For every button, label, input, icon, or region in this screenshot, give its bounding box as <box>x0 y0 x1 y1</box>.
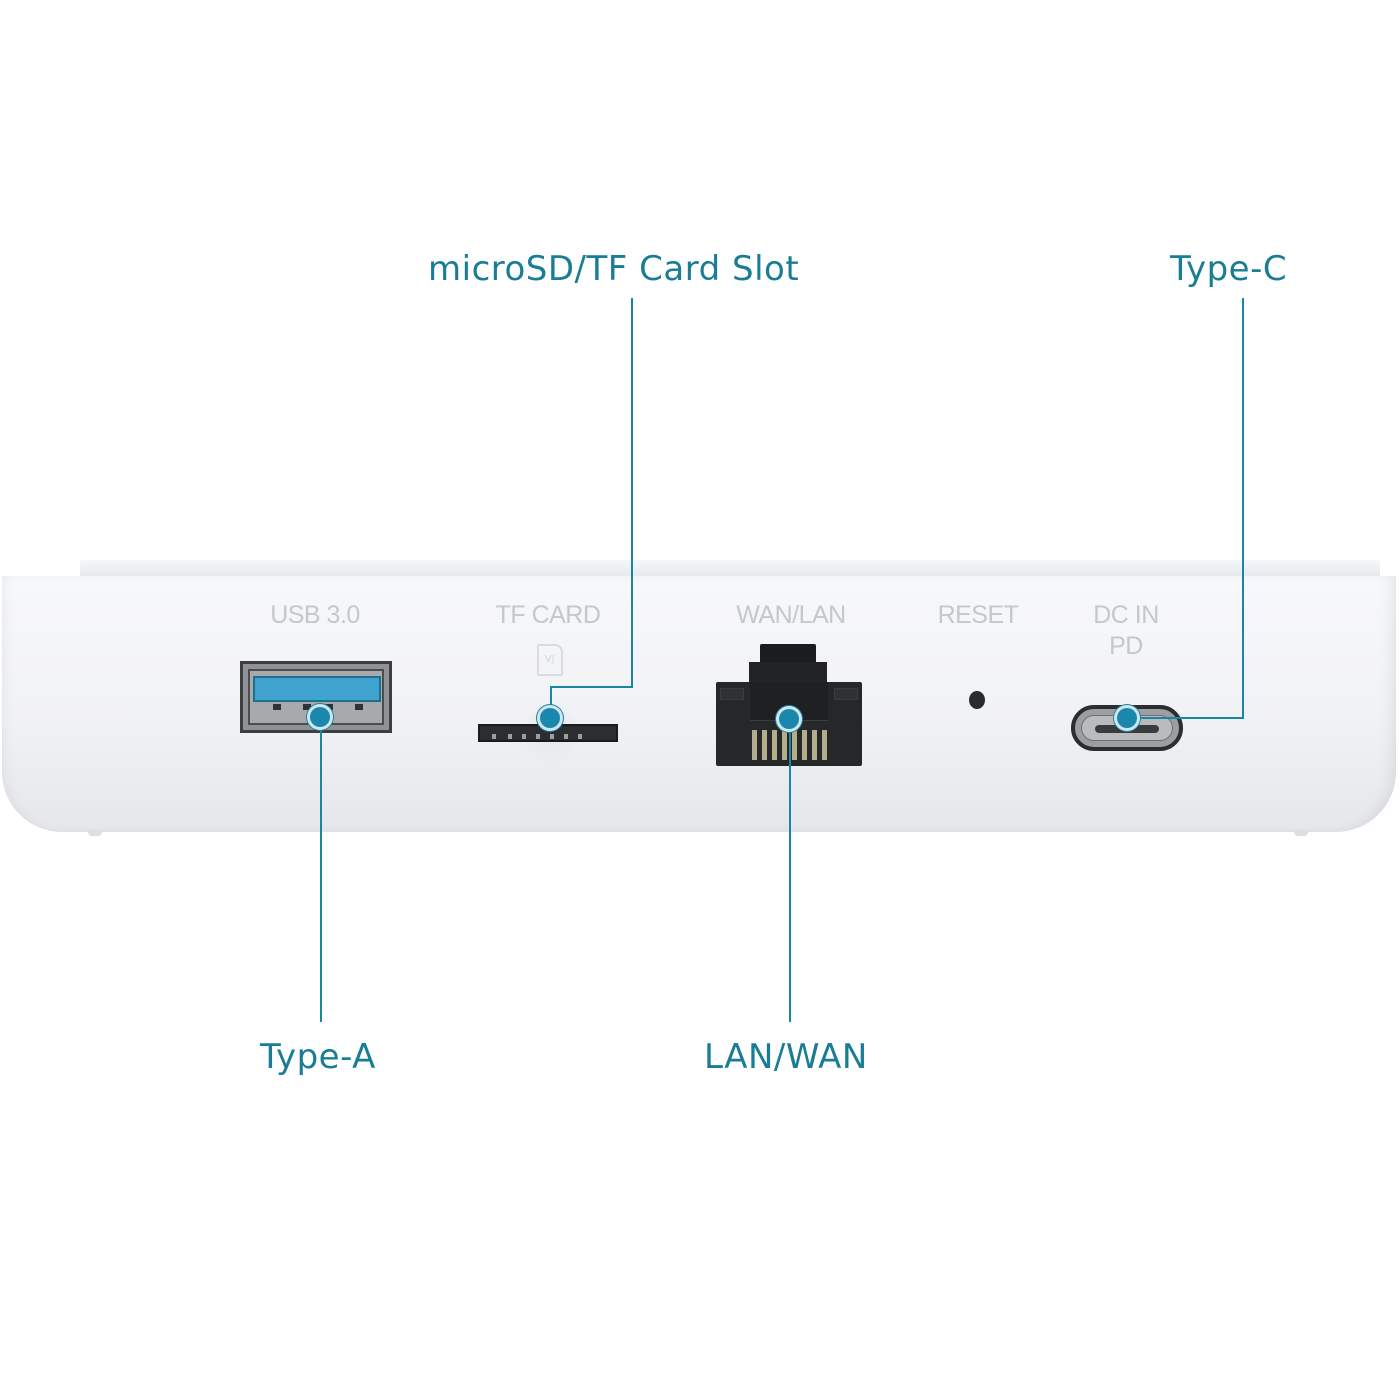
callout-dot-typea <box>310 707 330 727</box>
tf-pin <box>578 734 582 739</box>
callout-tf-card-slot: microSD/TF Card Slot <box>428 249 800 289</box>
usb-c-tongue <box>1095 725 1159 733</box>
port-label-tf-card: TF CARD <box>495 601 601 629</box>
port-label-wan-lan: WAN/LAN <box>736 601 846 629</box>
usb-pin <box>355 704 363 710</box>
rj45-top <box>749 662 827 684</box>
rj45-pin <box>752 730 757 760</box>
device-top-edge <box>80 560 1380 578</box>
rj45-pin <box>812 730 817 760</box>
rj45-shelf-left <box>720 688 744 700</box>
rj45-pin <box>822 730 827 760</box>
callout-dot-typec <box>1117 708 1137 728</box>
port-label-reset: RESET <box>937 601 1019 629</box>
callout-dot-tf <box>540 708 560 728</box>
leader-line-tf-vertical <box>631 298 633 687</box>
usb-a-port <box>240 661 392 733</box>
leader-line-tf-drop <box>550 686 552 712</box>
device-foot-left <box>88 830 102 836</box>
tf-pin <box>550 734 554 739</box>
port-label-usb: USB 3.0 <box>270 601 360 629</box>
reset-pinhole <box>969 691 985 709</box>
device-front-panel <box>2 576 1396 832</box>
tf-pin <box>492 734 496 739</box>
usb-pin <box>303 704 311 710</box>
leader-line-typea <box>320 720 322 1022</box>
rj45-pin <box>762 730 767 760</box>
microsd-card-icon: Vʃ <box>537 644 563 676</box>
callout-dot-lanwan <box>779 709 799 729</box>
tf-pin <box>522 734 526 739</box>
callout-type-a: Type-A <box>260 1037 376 1077</box>
callout-lan-wan: LAN/WAN <box>704 1037 868 1077</box>
leader-line-tf-horizontal <box>550 686 633 688</box>
rj45-pin <box>802 730 807 760</box>
rj45-pin <box>772 730 777 760</box>
tf-pin <box>508 734 512 739</box>
leader-line-typec-horizontal <box>1128 717 1244 719</box>
usb-pin <box>273 704 281 710</box>
callout-type-c: Type-C <box>1170 249 1288 289</box>
port-label-dc-in: DC IN <box>1093 601 1159 629</box>
usb3-blue-tongue <box>255 678 379 700</box>
port-label-pd: PD <box>1109 632 1143 660</box>
rj45-shelf-right <box>834 688 858 700</box>
rj45-latch <box>760 644 816 664</box>
leader-line-typec-vertical <box>1242 298 1244 719</box>
tf-pin <box>564 734 568 739</box>
tf-pin <box>536 734 540 739</box>
rj45-pin <box>782 730 787 760</box>
rj45-pin <box>792 730 797 760</box>
leader-line-lanwan <box>789 722 791 1022</box>
device-foot-right <box>1294 830 1308 836</box>
usb-pin <box>325 704 333 710</box>
